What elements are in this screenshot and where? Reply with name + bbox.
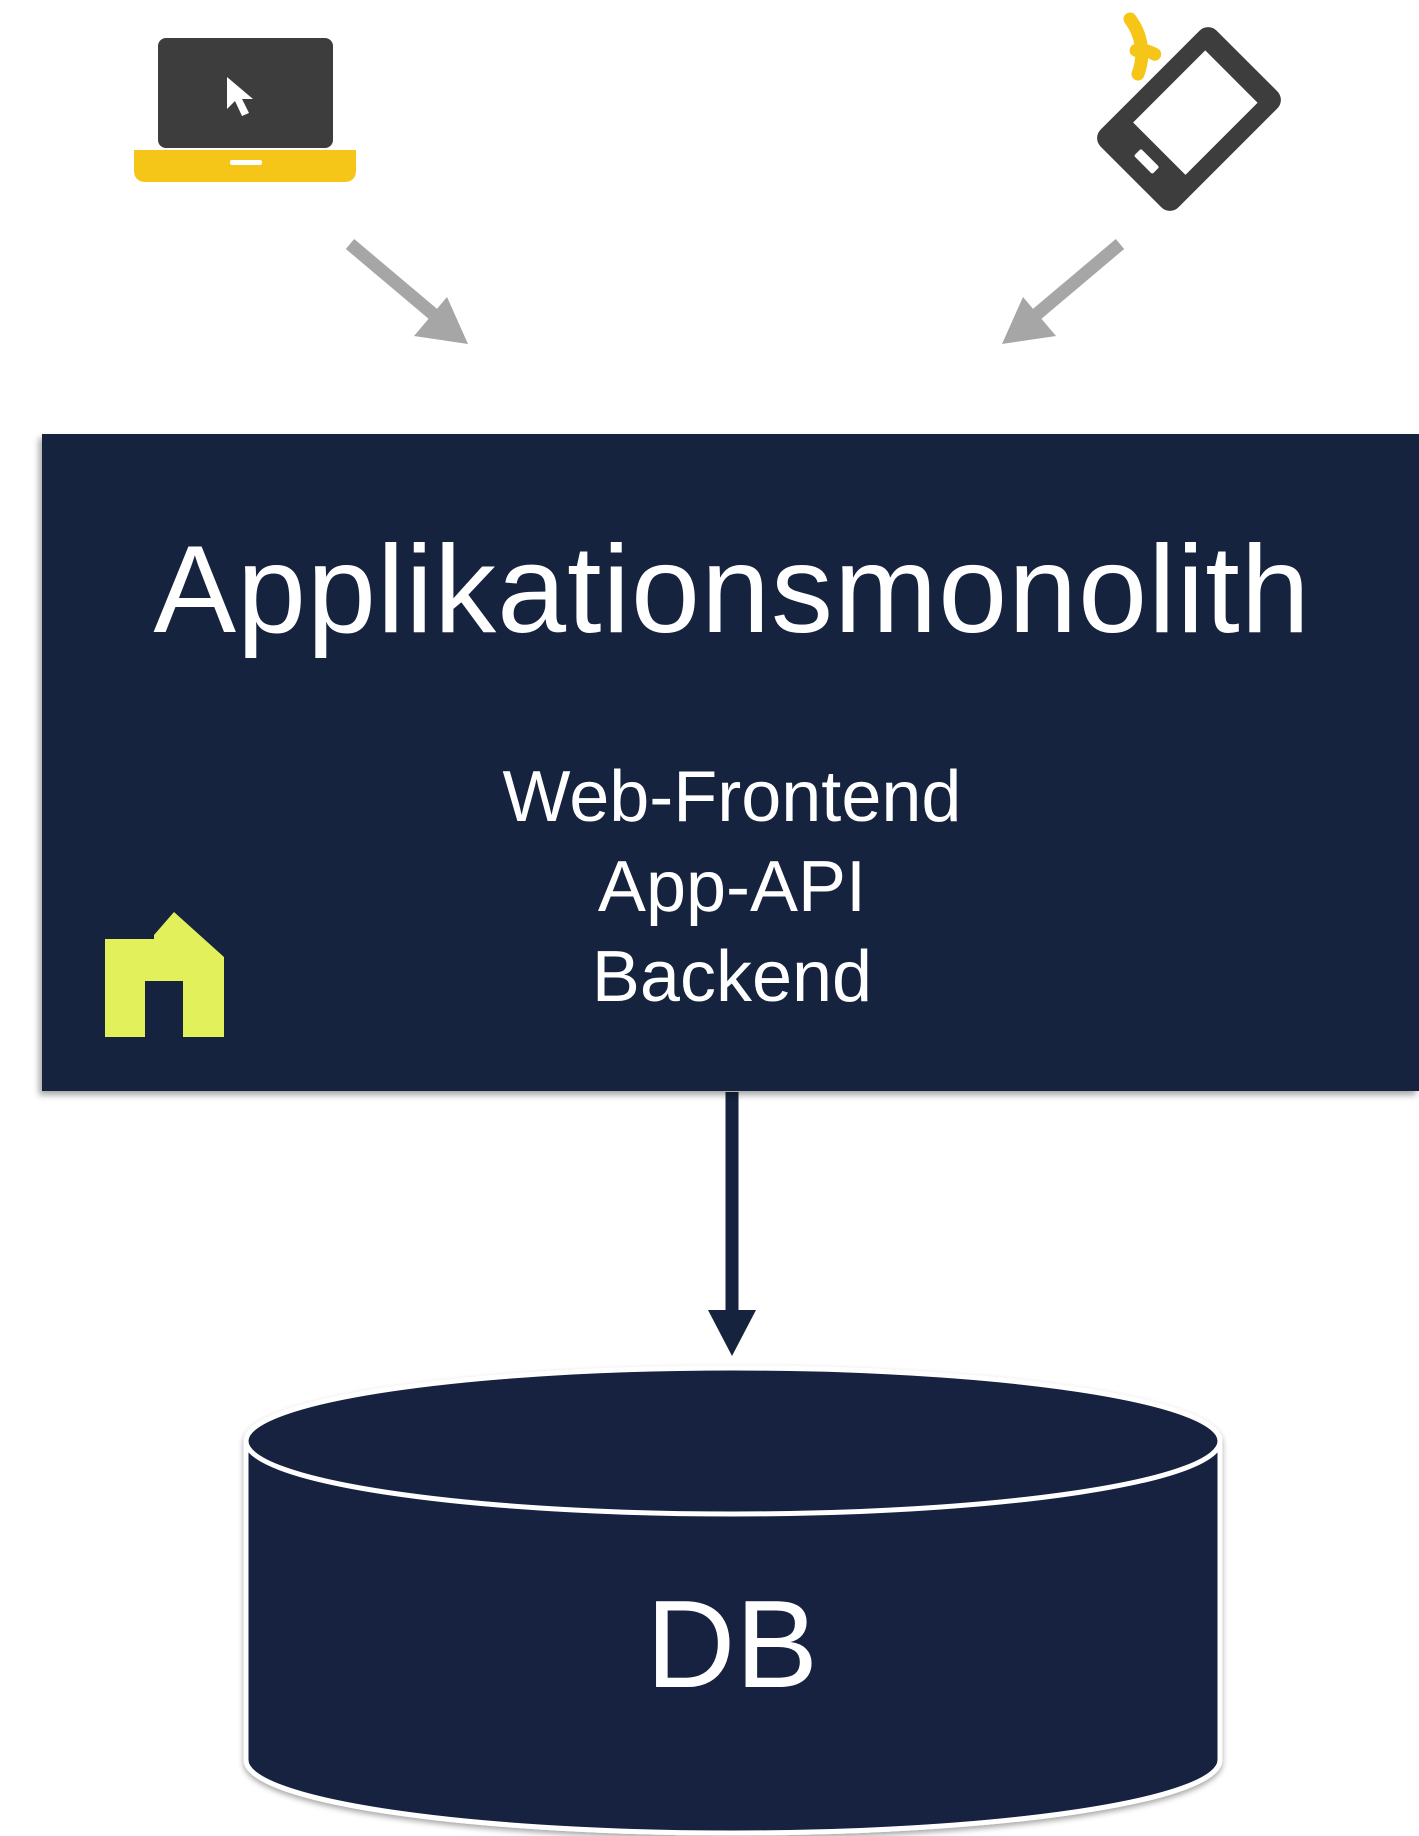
monolith-box <box>42 434 1419 1091</box>
laptop-icon <box>134 38 356 182</box>
component-app-api: App-API <box>597 847 867 927</box>
db-connection-arrow <box>708 1092 756 1356</box>
monolith-title: Applikationsmonolith <box>153 521 1311 659</box>
laptop-request-arrow <box>345 239 468 344</box>
component-web-frontend: Web-Frontend <box>502 757 962 837</box>
monolith-components: Web-Frontend App-API Backend <box>0 752 1419 1022</box>
smartphone-wireless-icon <box>1097 12 1281 211</box>
phone-request-arrow <box>1002 239 1125 344</box>
database-cylinder <box>243 1365 1223 1836</box>
database-label: DB <box>645 1576 819 1714</box>
component-backend: Backend <box>591 937 873 1017</box>
